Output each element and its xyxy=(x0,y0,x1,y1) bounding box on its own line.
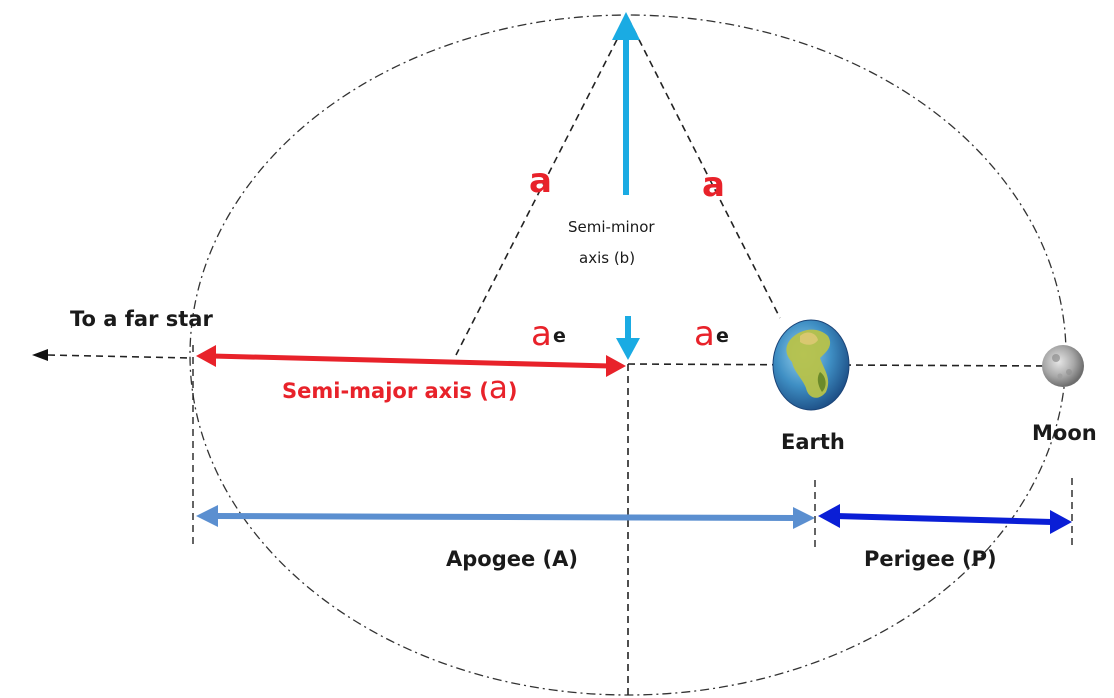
left-focus-dashed-line xyxy=(455,17,629,356)
perigee-label: Perigee (P) xyxy=(864,547,997,571)
semi-major-axis-arrow xyxy=(196,345,626,377)
ae-right-label: a e xyxy=(694,314,729,354)
apogee-arrow xyxy=(196,505,815,529)
ae-left-label: a e xyxy=(531,314,566,354)
svg-text:a: a xyxy=(694,314,715,354)
svg-text:e: e xyxy=(553,325,566,347)
svg-text:a: a xyxy=(531,314,552,354)
perigee-arrow xyxy=(818,504,1072,534)
center-marker-arrow xyxy=(616,316,640,360)
semi-major-axis-label: Semi-major axis (a) xyxy=(282,370,517,406)
moon-label: Moon xyxy=(1032,421,1097,445)
a-right-label: a xyxy=(702,165,725,205)
right-focus-dashed-line xyxy=(627,17,781,319)
apogee-label: Apogee (A) xyxy=(446,547,578,571)
svg-text:e: e xyxy=(716,325,729,347)
moon-sphere-icon xyxy=(1042,345,1084,387)
a-left-label: a xyxy=(529,161,552,201)
far-star-arrowhead xyxy=(32,349,48,361)
earth-globe-icon xyxy=(772,319,850,411)
semi-minor-label-line2: axis (b) xyxy=(579,249,635,267)
semi-minor-axis-arrow xyxy=(612,12,640,195)
earth-label: Earth xyxy=(781,430,845,454)
semi-minor-label-line1: Semi-minor xyxy=(568,218,655,236)
far-star-label: To a far star xyxy=(70,307,213,331)
far-star-dashed-line xyxy=(47,354,193,359)
